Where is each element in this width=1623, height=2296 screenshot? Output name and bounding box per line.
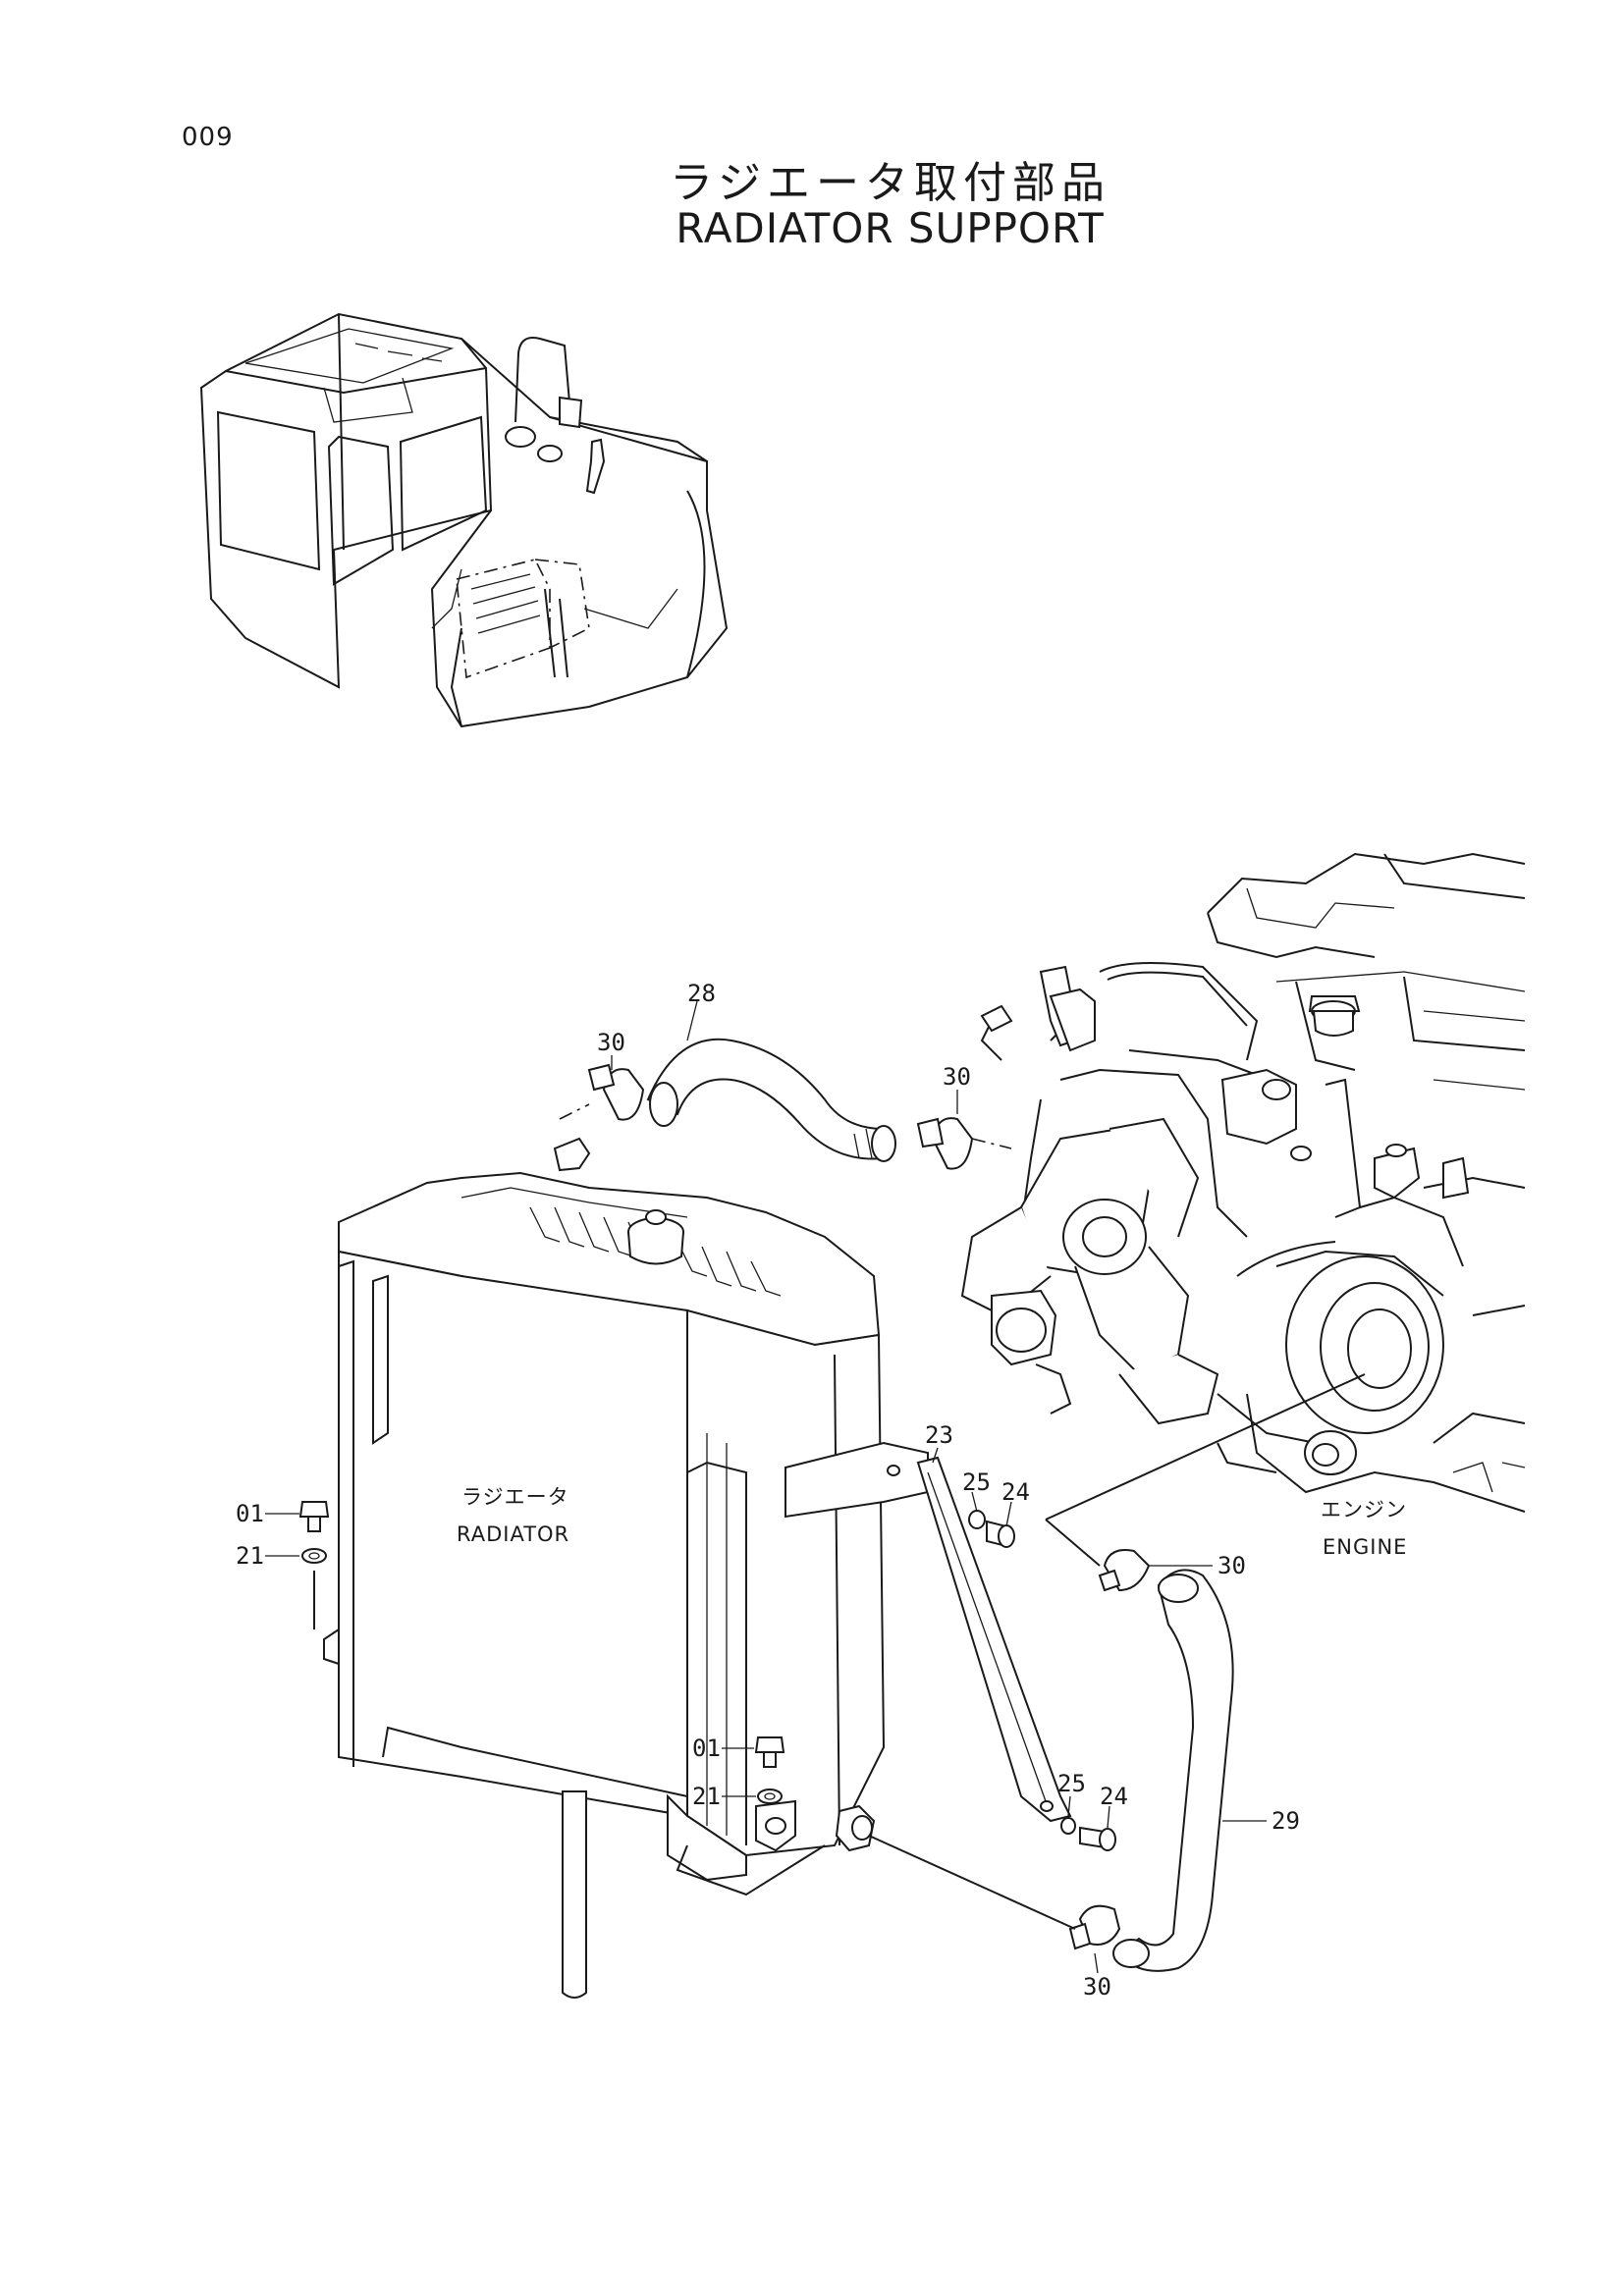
callout-01-right: 01 — [692, 1735, 721, 1762]
lower-radiator-hose — [1117, 1569, 1234, 1972]
radiator-assembly — [323, 1137, 929, 1999]
callout-23: 23 — [925, 1421, 953, 1449]
mounting-bolt-left — [298, 1501, 330, 1518]
callout-21-left: 21 — [236, 1542, 264, 1570]
radiator-label-en: RADIATOR — [457, 1522, 569, 1546]
callout-25-upper: 25 — [962, 1468, 991, 1496]
title-english: RADIATOR SUPPORT — [676, 204, 1105, 252]
excavator-overview-sketch — [199, 312, 729, 728]
lower-hose-group — [868, 1373, 1366, 1972]
callout-numbers: 28 30 30 30 29 30 23 25 24 25 24 01 21 0… — [236, 980, 1300, 2001]
callout-30-upper-left: 30 — [597, 1029, 625, 1056]
washer-left — [301, 1548, 327, 1564]
page-number: 009 — [182, 123, 234, 152]
mounting-bolt-right — [754, 1736, 785, 1753]
callout-24-upper: 24 — [1001, 1478, 1030, 1506]
callout-28: 28 — [687, 980, 716, 1007]
mounting-hardware — [298, 1501, 785, 1804]
hose-clamp-lower — [1078, 1904, 1121, 1946]
callout-30-engine-outlet: 30 — [1217, 1552, 1246, 1579]
washer-right — [757, 1789, 783, 1804]
callout-21-right: 21 — [692, 1783, 721, 1810]
callout-24-lower: 24 — [1100, 1783, 1128, 1810]
callout-25-lower: 25 — [1057, 1770, 1086, 1797]
callout-30-upper-right: 30 — [943, 1063, 971, 1091]
spring-washer-upper — [968, 1510, 986, 1529]
radiator-label-jp: ラジエータ — [461, 1485, 569, 1509]
engine-label-jp: エンジン — [1321, 1498, 1407, 1522]
upper-hose-group — [559, 1038, 1012, 1170]
callout-30-lower: 30 — [1083, 1973, 1111, 2001]
radiator-stay — [916, 1456, 1116, 1851]
callout-01-left: 01 — [236, 1500, 264, 1527]
callout-29: 29 — [1271, 1807, 1300, 1835]
component-labels: ラジエータ RADIATOR エンジン ENGINE — [457, 1485, 1407, 1559]
engine-label-en: ENGINE — [1323, 1535, 1407, 1559]
spring-washer-lower — [1060, 1817, 1076, 1835]
title-japanese: ラジエータ取付部品 — [669, 158, 1111, 208]
upper-radiator-hose — [646, 1038, 885, 1160]
leader-lines — [265, 1000, 1267, 1974]
engine-assembly — [960, 852, 1526, 1513]
